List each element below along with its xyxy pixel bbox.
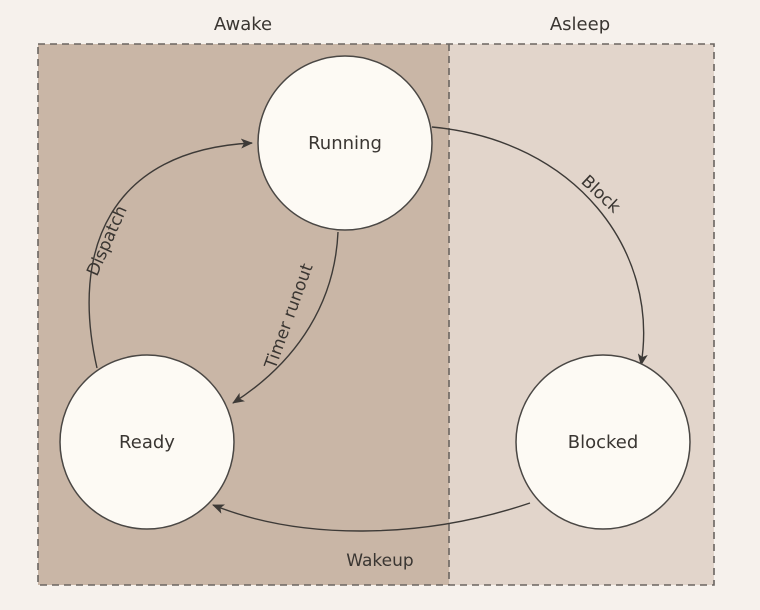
- state-running-label: Running: [308, 133, 382, 154]
- wakeup-arrow: [212, 502, 531, 532]
- state-blocked-label: Blocked: [568, 432, 639, 453]
- state-running: Running: [257, 55, 433, 231]
- dispatch-arrow: [88, 138, 253, 369]
- wakeup-label: Wakeup: [346, 551, 413, 571]
- state-running-circle: [257, 55, 433, 231]
- diagram-border: [37, 43, 715, 586]
- state-ready-label: Ready: [119, 432, 175, 453]
- awake-region-label: Awake: [214, 14, 272, 35]
- timer-runout-arrow: [232, 231, 339, 404]
- state-blocked: Blocked: [515, 354, 691, 530]
- state-blocked-circle: [515, 354, 691, 530]
- block-arrow: [431, 126, 648, 366]
- state-ready-circle: [59, 354, 235, 530]
- asleep-region-label: Asleep: [550, 14, 610, 35]
- state-ready: Ready: [59, 354, 235, 530]
